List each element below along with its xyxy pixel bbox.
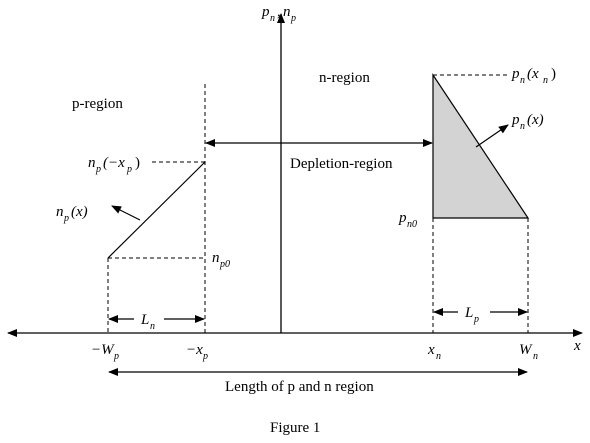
svg-text:n0: n0 [407, 219, 417, 230]
svg-text:p: p [126, 164, 132, 175]
svg-text:(x): (x) [527, 112, 544, 128]
x-axis-label: x [573, 338, 581, 354]
pn-xn-label: p n (x n ) [511, 66, 556, 86]
np-neg-xp-label: n p (−x p ) [88, 155, 140, 175]
tick-neg-Wp: −W p [91, 342, 119, 362]
n-region-label: n-region [319, 70, 370, 86]
svg-text:n: n [283, 4, 291, 20]
pn-x-pointer-arrow [475, 124, 509, 148]
Lp-label: L p [464, 305, 479, 325]
pn-x-label: p n (x) [511, 112, 544, 132]
svg-text:p: p [113, 351, 119, 362]
svg-text:p: p [473, 314, 479, 325]
svg-text:p: p [95, 164, 101, 175]
np-x-pointer-arrow [111, 205, 141, 221]
svg-text:W: W [519, 342, 533, 358]
svg-text:x: x [427, 342, 435, 358]
svg-text:n: n [533, 351, 538, 362]
svg-text:): ) [135, 155, 140, 171]
svg-text:n: n [270, 13, 275, 24]
y-axis-label: p n , n p [261, 4, 296, 24]
svg-text:(x): (x) [71, 204, 88, 220]
pn-shaded-region [432, 73, 530, 219]
svg-text:n: n [543, 75, 548, 86]
svg-text:p: p [290, 13, 296, 24]
svg-text:n: n [436, 351, 441, 362]
np-curve-line [107, 161, 206, 259]
svg-text:n: n [150, 321, 155, 332]
svg-text:(x: (x [527, 66, 539, 82]
svg-text:p: p [511, 66, 520, 82]
Ln-label: L n [140, 312, 155, 332]
svg-text:p: p [398, 210, 407, 226]
svg-text:n: n [88, 155, 96, 171]
svg-text:−x: −x [186, 342, 203, 358]
svg-text:L: L [140, 312, 149, 328]
svg-text:p0: p0 [219, 259, 230, 270]
svg-text:p: p [511, 112, 520, 128]
length-label: Length of p and n region [225, 379, 374, 395]
svg-text:n: n [520, 121, 525, 132]
svg-text:n: n [520, 75, 525, 86]
svg-text:(−x: (−x [103, 155, 125, 171]
np0-label: n p0 [212, 250, 230, 270]
pn0-label: p n0 [398, 210, 417, 230]
depletion-region-label: Depletion-region [290, 156, 393, 172]
np-x-label: n p (x) [56, 204, 88, 224]
svg-text:−W: −W [91, 342, 115, 358]
tick-Wn: W n [519, 342, 538, 362]
tick-neg-xp: −x p [186, 342, 208, 362]
svg-text:p: p [202, 351, 208, 362]
svg-text:n: n [56, 204, 64, 220]
tick-xn: x n [427, 342, 441, 362]
svg-text:n: n [212, 250, 220, 266]
svg-text:,: , [277, 4, 281, 20]
svg-text:): ) [551, 66, 556, 82]
p-region-label: p-region [72, 96, 123, 112]
svg-text:p: p [63, 213, 69, 224]
svg-text:L: L [464, 305, 473, 321]
figure-caption: Figure 1 [270, 420, 320, 436]
svg-text:p: p [261, 4, 270, 20]
